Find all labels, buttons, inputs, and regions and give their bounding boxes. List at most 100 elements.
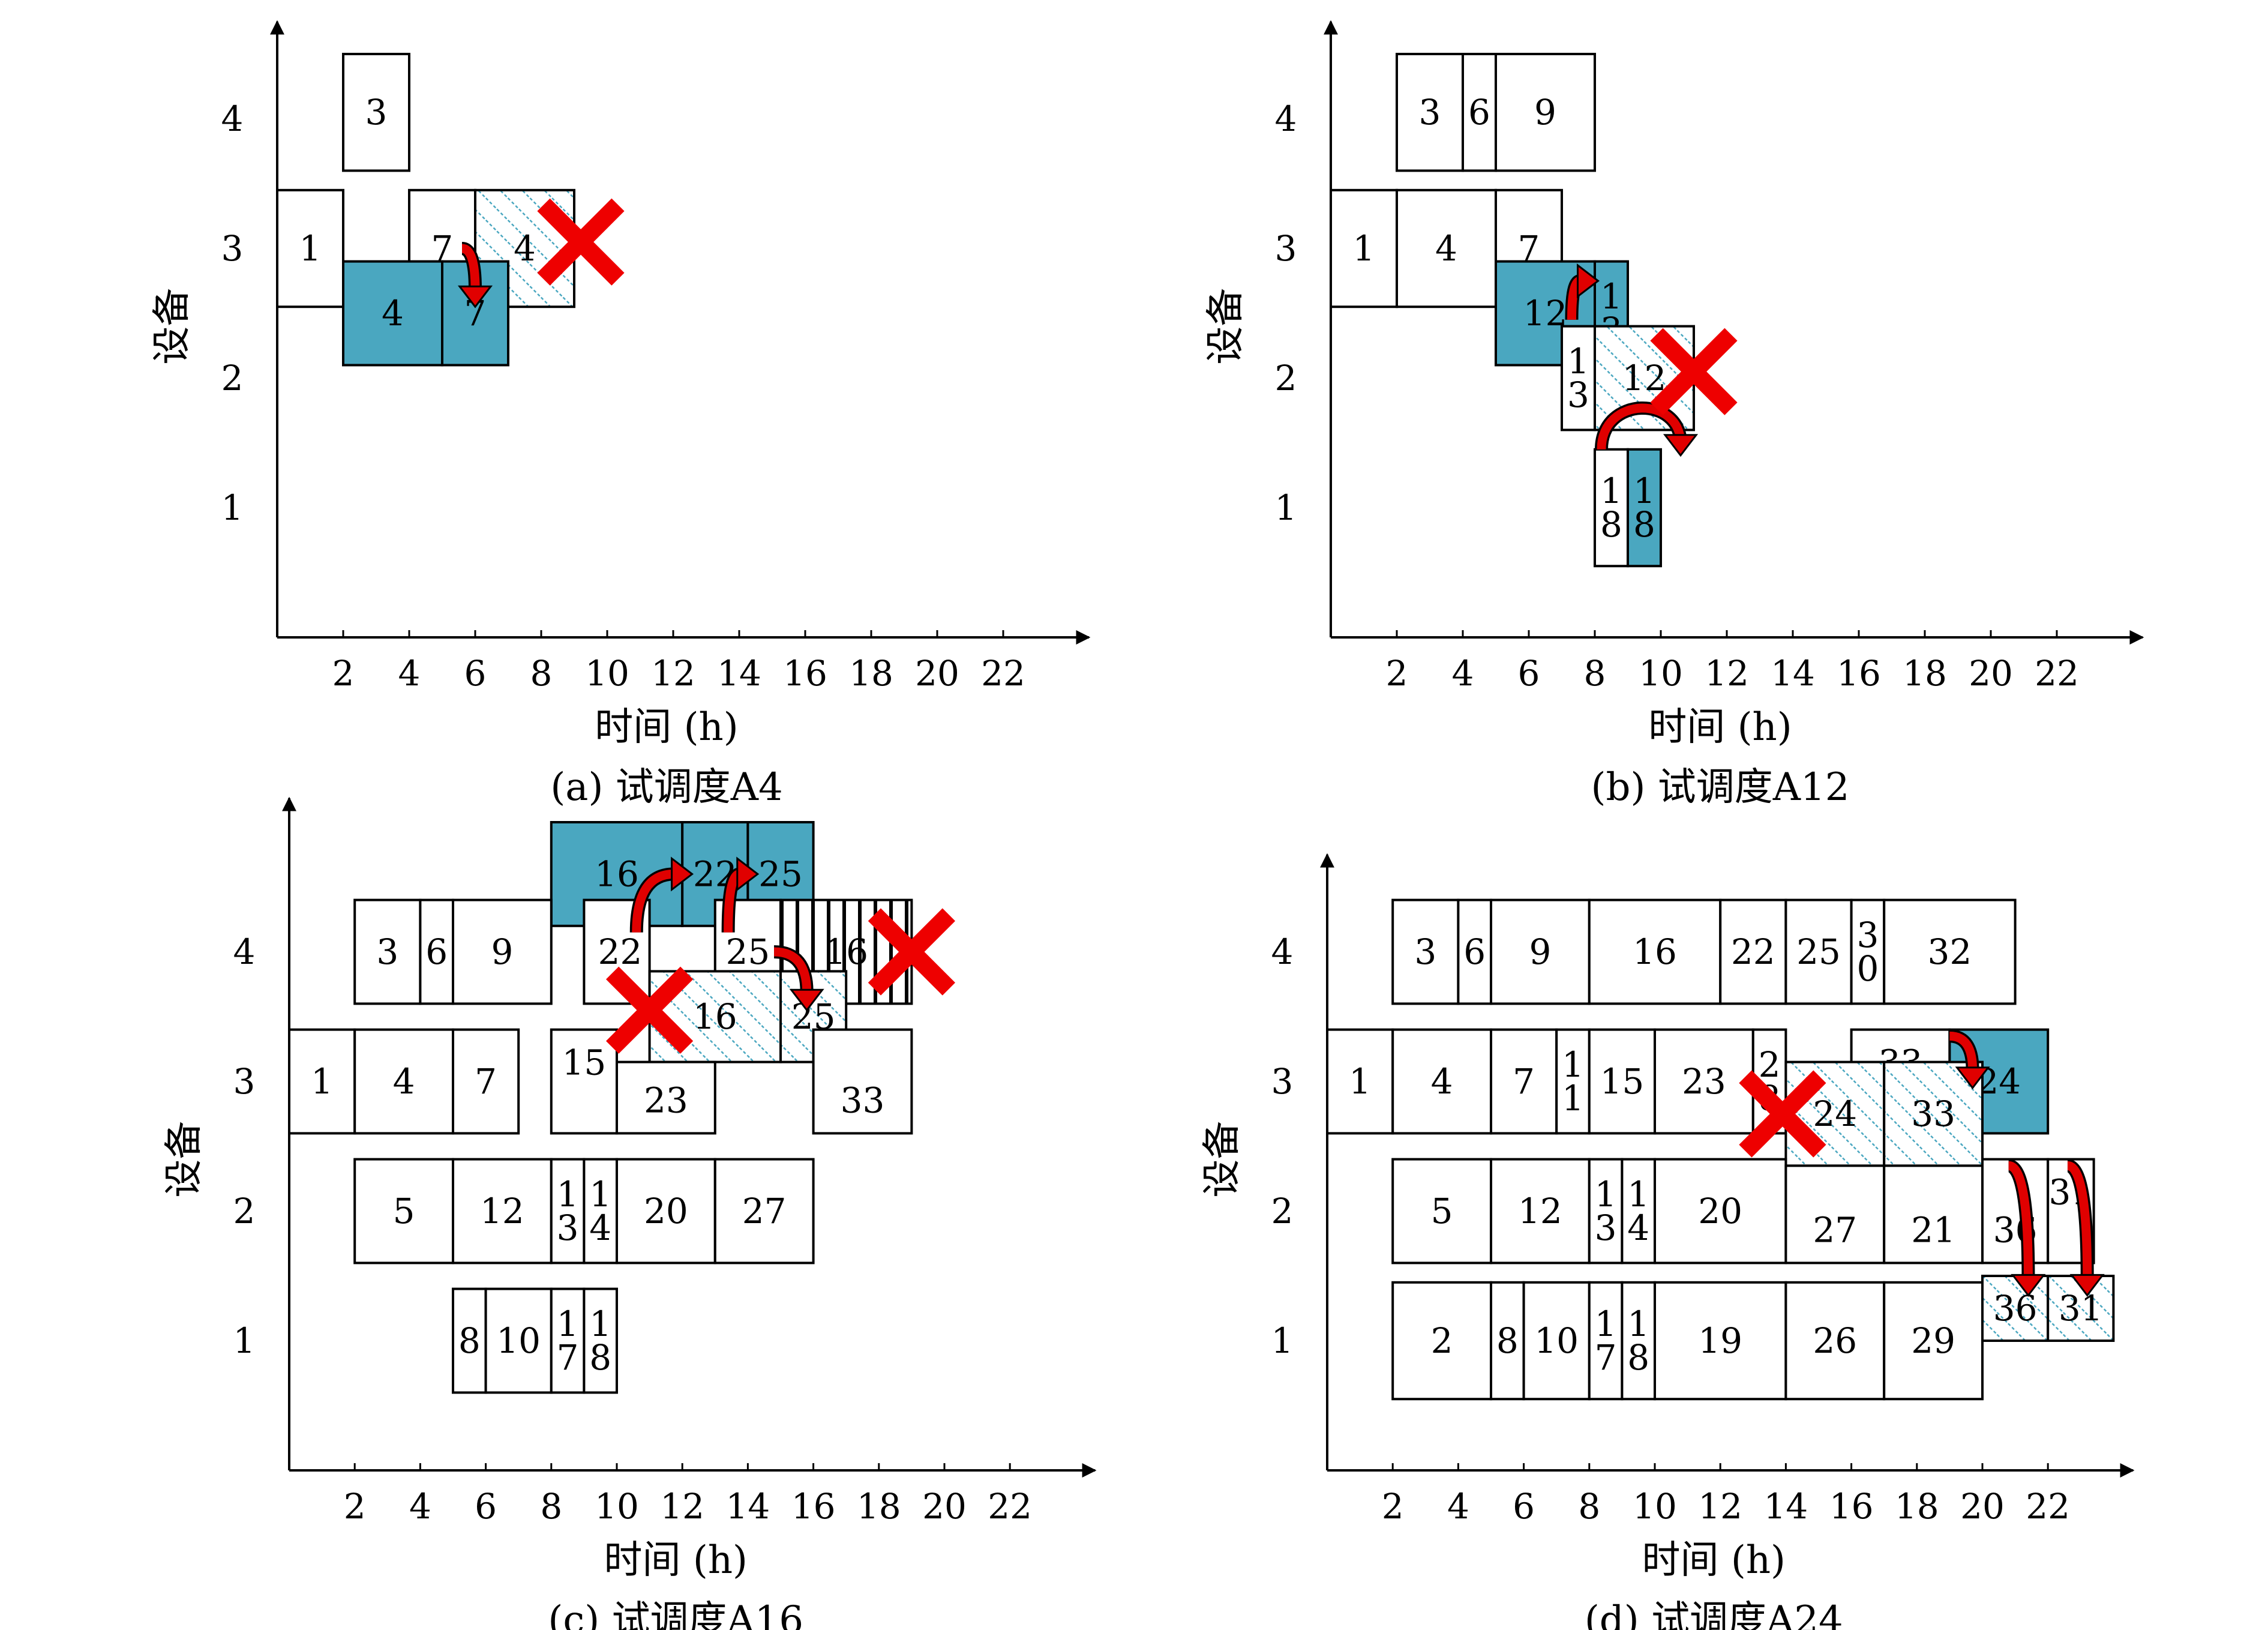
- x-axis-label: 时间 (h): [604, 1538, 748, 1583]
- task-label: 33: [1911, 1093, 1955, 1134]
- task-block: [1391, 1281, 1492, 1401]
- task-block: [1719, 898, 1787, 1005]
- x-tick-label: 22: [981, 653, 1025, 694]
- move-arrow: [632, 869, 674, 933]
- task-block: [812, 1028, 913, 1135]
- task-label: 20: [644, 1191, 688, 1232]
- task-block: [1391, 1028, 1492, 1135]
- task-block: [1588, 898, 1722, 1005]
- task-label: 3: [1414, 931, 1436, 972]
- task-label: 6: [425, 931, 448, 972]
- task-label: 7: [475, 1061, 497, 1102]
- x-axis-label: 时间 (h): [1648, 705, 1792, 750]
- conflict-cross-icon: [868, 908, 956, 996]
- task-block: [1396, 188, 1497, 308]
- task-block: [583, 1158, 619, 1265]
- x-tick-label: 22: [2035, 653, 2079, 694]
- x-tick-label: 12: [1698, 1486, 1742, 1527]
- y-tick-label: 3: [233, 1061, 256, 1102]
- task-block: [342, 260, 443, 367]
- x-tick-label: 8: [1584, 653, 1606, 694]
- task-label: 31: [2059, 1288, 2103, 1329]
- arrow-head: [1955, 1066, 1990, 1090]
- x-axis-label: 时间 (h): [1642, 1538, 1786, 1583]
- x-tick-label: 4: [1447, 1486, 1469, 1527]
- arrow-head: [1577, 263, 1600, 299]
- task-block: [1462, 53, 1497, 172]
- panel-caption: (b) 试调度A12: [1591, 765, 1850, 810]
- task-label: 22: [598, 931, 642, 972]
- x-tick-label: 2: [344, 1486, 366, 1527]
- y-tick-label: 1: [1271, 1320, 1294, 1361]
- x-tick-label: 18: [1895, 1486, 1939, 1527]
- task-block: [276, 188, 344, 308]
- task-label: 1: [299, 228, 322, 269]
- task-block: [1490, 1281, 1525, 1401]
- task-block: [583, 1287, 619, 1394]
- task-block: [1490, 1028, 1558, 1135]
- task-block: [550, 1287, 586, 1394]
- move-arrow: [773, 947, 812, 993]
- task-label: 20: [1698, 1191, 1742, 1232]
- task-label: 12: [1518, 1191, 1562, 1232]
- task-label: 16: [824, 931, 868, 972]
- x-tick-label: 16: [783, 653, 827, 694]
- task-block: [342, 53, 410, 172]
- task-label: 22: [1731, 931, 1775, 972]
- task-label: 25: [1796, 931, 1841, 972]
- task-block: [1784, 1164, 1886, 1265]
- task-label: 27: [742, 1191, 787, 1232]
- task-block: [616, 1158, 716, 1265]
- task-block: [1396, 53, 1464, 172]
- task-block: [1654, 1028, 1754, 1135]
- task-label: 3: [376, 931, 398, 972]
- y-tick-label: 2: [1271, 1191, 1294, 1232]
- task-block: [1654, 1281, 1787, 1401]
- task-block: [452, 1158, 553, 1265]
- conflict-cross-icon: [537, 198, 625, 286]
- task-block: [1883, 1164, 1984, 1265]
- move-arrow: [461, 244, 480, 289]
- x-tick-label: 2: [1386, 653, 1408, 694]
- x-axis-label: 时间 (h): [595, 705, 739, 750]
- move-arrow: [1949, 1031, 1978, 1070]
- arrow-head: [1663, 434, 1699, 457]
- task-label: 25: [725, 931, 770, 972]
- task-label: 25: [758, 853, 803, 894]
- task-label: 32: [1927, 931, 1972, 972]
- conflict-cross-icon: [605, 966, 694, 1054]
- task-block: [1588, 1158, 1624, 1265]
- y-tick-label: 3: [221, 228, 244, 269]
- panel-caption: (c) 试调度A16: [548, 1598, 803, 1630]
- task-block: [452, 1028, 520, 1135]
- task-label: 15: [1600, 1061, 1644, 1102]
- task-label: 3: [1419, 92, 1441, 133]
- x-tick-label: 10: [1639, 653, 1683, 694]
- y-tick-label: 1: [221, 487, 244, 528]
- task-block: [1621, 1281, 1656, 1401]
- task-label: 19: [1698, 1320, 1742, 1361]
- task-block: [616, 1060, 716, 1135]
- x-tick-label: 14: [1763, 1486, 1808, 1527]
- task-block: [1561, 325, 1596, 432]
- x-tick-label: 20: [915, 653, 959, 694]
- x-tick-label: 2: [332, 653, 355, 694]
- task-block: [1330, 188, 1398, 308]
- task-label: 29: [1911, 1320, 1955, 1361]
- task-block: [1627, 448, 1662, 568]
- task-label: 9: [1534, 92, 1556, 133]
- y-tick-label: 3: [1271, 1061, 1294, 1102]
- task-label: 1: [1353, 228, 1375, 269]
- task-label: 24: [1813, 1093, 1857, 1134]
- task-label: 21: [1911, 1209, 1955, 1250]
- task-label: 23: [644, 1080, 688, 1120]
- arrow-head: [2069, 1274, 2105, 1297]
- task-block: [452, 898, 553, 1005]
